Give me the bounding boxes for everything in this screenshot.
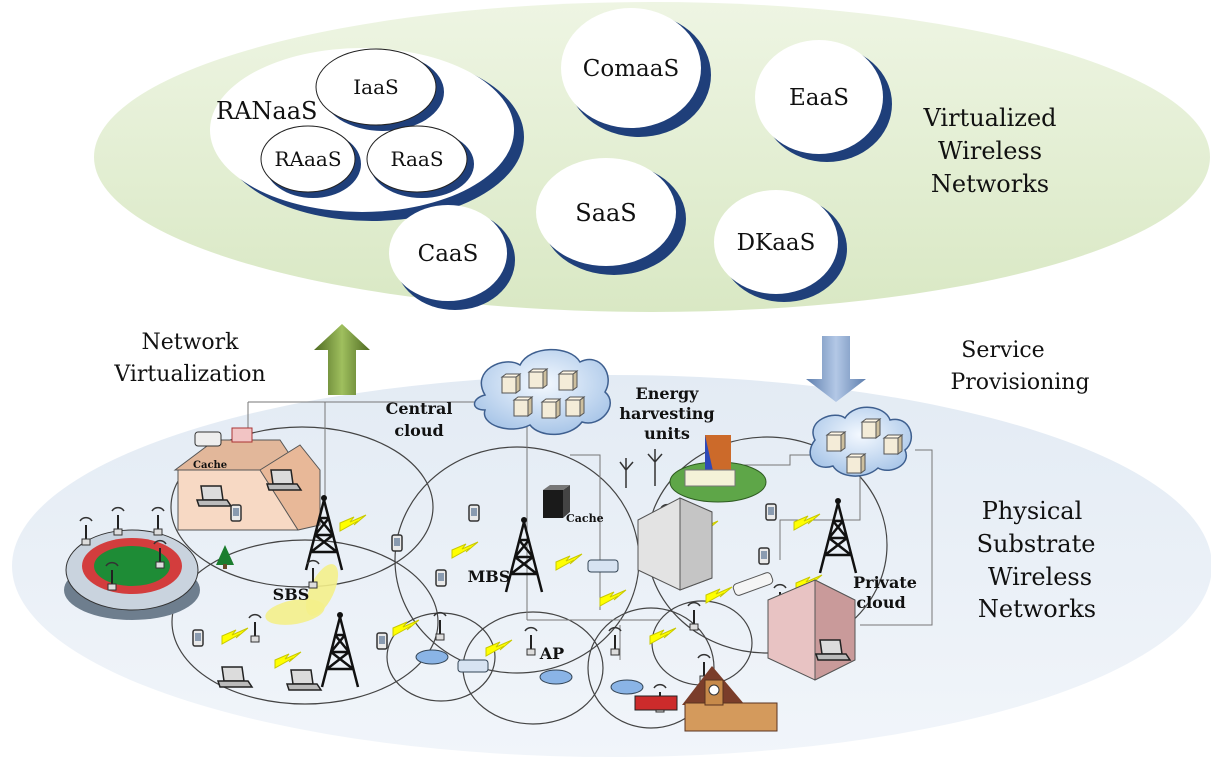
sbs-beam-2: [265, 599, 325, 625]
private-cloud-label-line1: Private: [853, 573, 917, 592]
vehicles: [415, 559, 774, 711]
dkaas-bubble: [714, 190, 847, 302]
raas-bubble: [366, 125, 474, 198]
tree: [216, 545, 234, 569]
energy-label-line3: units: [644, 424, 690, 443]
ranaas-label: RANaaS: [216, 97, 317, 125]
cell-bottom: [587, 607, 715, 729]
raaas-label: RAaaS: [274, 147, 341, 171]
eaas-bubble: [755, 40, 892, 162]
network-virtualization-line1: Network: [141, 330, 239, 355]
private-cloud-icon: [809, 406, 912, 477]
saas-bubble: [536, 158, 686, 275]
cache-home-label: Cache: [193, 460, 227, 471]
cache-server-label: Cache: [566, 512, 604, 525]
physical-title: Physical Substrate Wireless Networks: [977, 497, 1097, 623]
network-virtualization-line2: Virtualization: [113, 362, 265, 387]
virtualized-title-line2: Wireless: [938, 137, 1042, 165]
energy-label-line1: Energy: [636, 384, 700, 403]
school-building: [682, 666, 778, 732]
coverage-cells: [170, 426, 888, 729]
up-arrow: [314, 324, 370, 395]
iaas-label: IaaS: [353, 75, 398, 99]
service-provisioning-line1: Service: [961, 338, 1044, 363]
cell-sbs: [171, 539, 439, 705]
central-cloud-label-line1: Central: [386, 399, 453, 418]
stadium: [64, 506, 200, 620]
cell-home: [170, 426, 434, 588]
raas-label: RaaS: [390, 147, 443, 171]
private-cloud-label-line2: cloud: [856, 593, 905, 612]
comaas-label: ComaaS: [583, 56, 679, 82]
home-building: [173, 427, 321, 531]
physical-title-line3: Wireless: [988, 563, 1092, 591]
virtualized-title: Virtualized Wireless Networks: [922, 104, 1056, 198]
mbs-label: MBS: [468, 567, 511, 586]
sbs-label: SBS: [273, 585, 310, 604]
caas-bubble: [389, 205, 515, 310]
ap-label: AP: [539, 644, 564, 663]
central-cloud: [473, 348, 611, 436]
dkaas-label: DKaaS: [737, 230, 816, 256]
central-cloud-label-line2: cloud: [394, 421, 443, 440]
raaas-bubble: [260, 125, 361, 198]
private-cloud-building: [767, 579, 856, 681]
cache-server: [543, 485, 570, 518]
saas-label: SaaS: [575, 199, 637, 227]
virtualized-title-line1: Virtualized: [922, 104, 1056, 132]
energy-harvesting-site: [619, 435, 767, 503]
service-provisioning-line2: Provisioning: [950, 370, 1089, 395]
iaas-bubble: [315, 48, 444, 131]
office-building: [637, 497, 713, 591]
virtualized-title-line3: Networks: [931, 170, 1049, 198]
eaas-label: EaaS: [789, 85, 849, 111]
energy-label-line2: harvesting: [619, 404, 714, 423]
physical-title-line4: Networks: [978, 595, 1096, 623]
backhaul-links: [247, 401, 933, 660]
caas-label: CaaS: [418, 241, 479, 267]
down-arrow: [806, 336, 866, 402]
physical-title-line2: Substrate: [977, 530, 1096, 558]
comaas-bubble: [561, 8, 711, 137]
physical-title-line1: Physical: [982, 497, 1083, 525]
